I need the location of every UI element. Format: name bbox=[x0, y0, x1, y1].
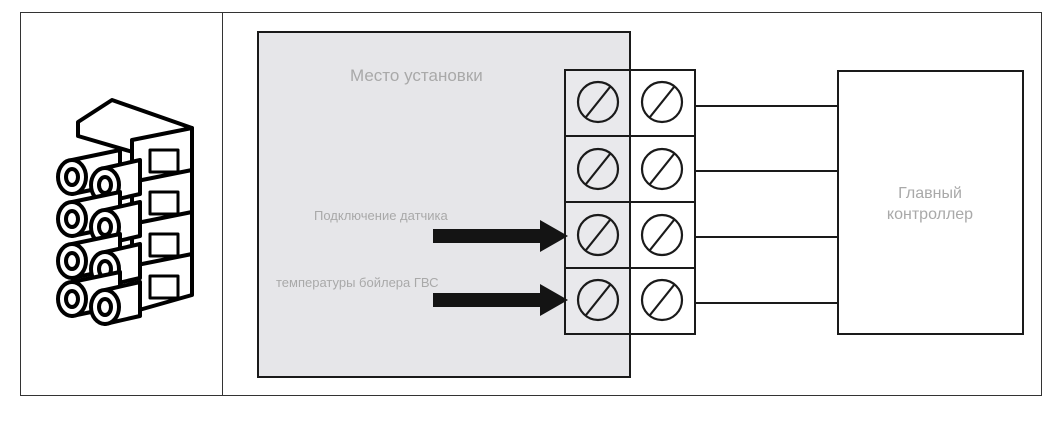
screw-icon bbox=[640, 147, 684, 191]
controller-label-line1: Главный bbox=[898, 185, 962, 202]
screw-icon bbox=[576, 278, 620, 322]
screw-icon bbox=[576, 147, 620, 191]
screw-icon bbox=[640, 278, 684, 322]
sensor-label-line1: Подключение датчика bbox=[314, 208, 449, 223]
controller-label-line2: контроллер bbox=[887, 206, 973, 223]
arrow-right-icon bbox=[433, 220, 568, 252]
screw-icon bbox=[640, 213, 684, 257]
main-controller-box bbox=[837, 70, 1024, 335]
screw-icon bbox=[576, 80, 620, 124]
table-frame bbox=[20, 12, 1042, 396]
screw-icon bbox=[576, 213, 620, 257]
sensor-label-line2: температуры бойлера ГВС bbox=[276, 275, 439, 290]
terminal-strip bbox=[564, 69, 696, 335]
arrow-right-icon bbox=[433, 284, 568, 316]
install-area-title: Место установки bbox=[350, 66, 483, 85]
terminal-block-icon bbox=[56, 98, 194, 326]
screw-icon bbox=[640, 80, 684, 124]
